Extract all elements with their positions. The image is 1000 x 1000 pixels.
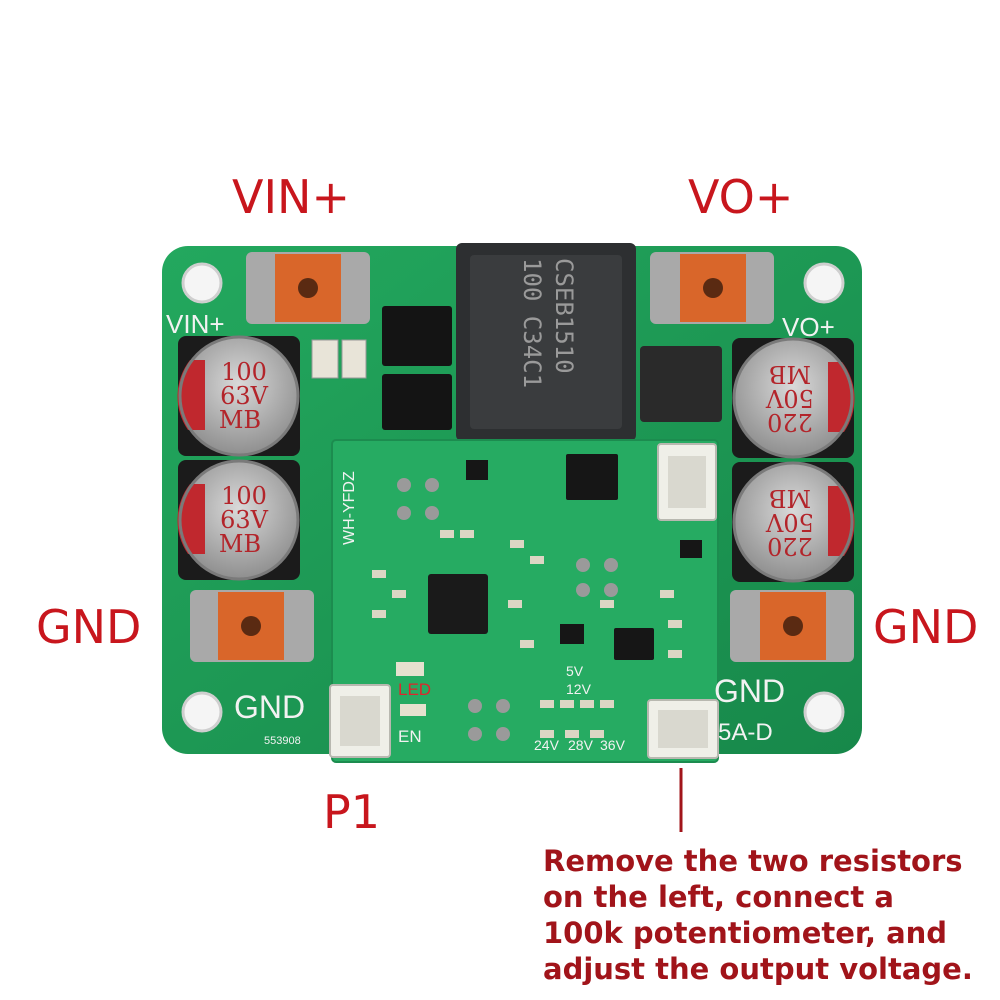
smd-passives xyxy=(372,530,682,738)
mounting-holes xyxy=(181,262,845,733)
small-ic xyxy=(614,628,654,660)
via-pads xyxy=(397,478,618,741)
enable-led xyxy=(400,704,426,716)
cap-right-2-line2: 50V xyxy=(765,508,814,536)
note-line: 100k potentiometer, and xyxy=(543,916,948,950)
cap-left-1-line1: 100 xyxy=(221,358,267,386)
silk-model: 5A-D xyxy=(718,719,773,746)
small-transistor xyxy=(560,624,584,644)
cap-left-1 xyxy=(177,335,300,457)
connector-p1[interactable] xyxy=(329,684,391,758)
vin-plus-label: VIN+ xyxy=(232,170,350,224)
cap-right-2-line3: MB xyxy=(769,484,811,512)
connector-top[interactable] xyxy=(657,443,717,521)
silk-28v: 28V xyxy=(568,737,594,753)
control-daughterboard xyxy=(331,439,719,763)
silk-vin: VIN+ xyxy=(166,309,225,339)
inductor-marking-2: 100 C34C1 xyxy=(518,258,546,388)
silk-vo: VO+ xyxy=(782,312,835,342)
silk-5v: 5V xyxy=(566,663,584,679)
silk-gnd-right: GND xyxy=(714,673,785,709)
silk-brand: WH-YFDZ xyxy=(341,471,358,545)
silk-led: LED xyxy=(398,680,431,699)
note-line: adjust the output voltage. xyxy=(543,952,973,986)
cap-right-2 xyxy=(732,461,855,583)
mosfet-chip xyxy=(382,374,452,430)
small-inductor xyxy=(640,346,722,422)
connector-bottom-right[interactable] xyxy=(647,699,719,759)
small-transistor xyxy=(680,540,702,558)
instruction-note: Remove the two resistors on the left, co… xyxy=(543,843,993,987)
silk-12v: 12V xyxy=(566,681,592,697)
smd-resistor xyxy=(311,339,339,379)
cap-left-2-line3: MB xyxy=(219,530,261,558)
note-line: on the left, connect a xyxy=(543,880,894,914)
regulator-ic xyxy=(566,454,618,500)
cap-right-1-line1: 220 xyxy=(767,408,813,436)
cap-left-2-line1: 100 xyxy=(221,482,267,510)
small-transistor xyxy=(466,460,488,480)
status-led xyxy=(396,662,424,676)
cap-left-2 xyxy=(177,459,300,581)
controller-ic xyxy=(428,574,488,634)
cap-right-2-line1: 220 xyxy=(767,532,813,560)
smd-resistor xyxy=(341,339,367,379)
vo-plus-label: VO+ xyxy=(688,170,794,224)
cap-right-1 xyxy=(732,337,855,459)
gnd-right-label: GND xyxy=(873,600,979,654)
mosfet-chip xyxy=(382,306,452,366)
cap-left-1-line3: MB xyxy=(219,406,261,434)
silk-gnd-left: GND xyxy=(234,689,305,725)
cap-right-1-line2: 50V xyxy=(765,384,814,412)
note-line: Remove the two resistors xyxy=(543,844,963,878)
gnd-left-label: GND xyxy=(36,600,142,654)
silk-en: EN xyxy=(398,727,422,746)
silk-36v: 36V xyxy=(600,737,626,753)
terminal-pads xyxy=(190,252,854,662)
p1-label: P1 xyxy=(323,785,381,839)
inductor-marking-1: CSEB1510 xyxy=(550,258,578,374)
cap-left-2-line2: 63V xyxy=(220,506,269,534)
silk-24v: 24V xyxy=(534,737,560,753)
cap-left-1-line2: 63V xyxy=(220,382,269,410)
silk-serial: 553908 xyxy=(264,735,301,747)
cap-right-1-line3: MB xyxy=(769,360,811,388)
